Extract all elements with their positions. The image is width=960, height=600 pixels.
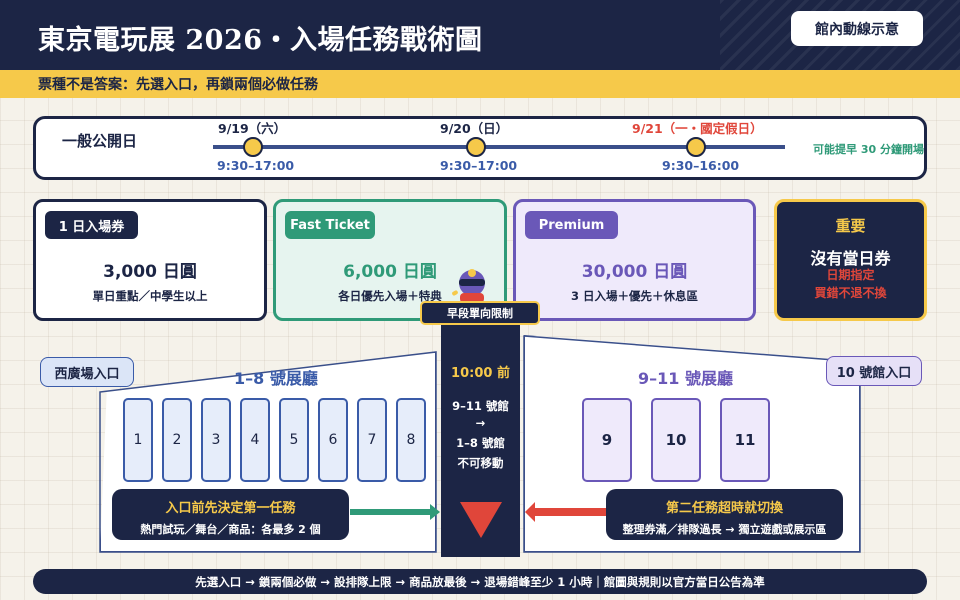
right-mission-note: 第二任務超時就切換 整理券滿／排隊過長 → 獨立遊戲或展示區 <box>606 489 843 540</box>
left-note-title: 入口前先決定第一任務 <box>165 501 296 516</box>
booth-hall-11[interactable]: 11 <box>720 398 770 482</box>
right-note-title: 第二任務超時就切換 <box>665 501 783 516</box>
right-hall-title: 9–11 號展廳 <box>638 369 733 388</box>
west-entry[interactable]: 西廣場入口 <box>40 357 134 387</box>
left-hall-title: 1–8 號展廳 <box>234 369 318 388</box>
booth-hall-8[interactable]: 8 <box>396 398 426 482</box>
corridor-time: 10:00 前 <box>451 366 510 381</box>
day-2-hours: 9:30–17:00 <box>440 158 518 173</box>
booth-hall-2[interactable]: 2 <box>162 398 192 482</box>
important-main: 沒有當日券 <box>810 249 891 268</box>
ticket-tag-premium: Premium <box>525 211 618 239</box>
ticket-desc-day: 單日重點／中學生以上 <box>92 289 208 303</box>
booth-hall-1[interactable]: 1 <box>123 398 153 482</box>
public-days-label: 一般公開日 <box>62 132 138 150</box>
booth-hall-7[interactable]: 7 <box>357 398 387 482</box>
day-1-dot <box>243 137 263 157</box>
important-title: 重要 <box>835 217 866 235</box>
ticket-tag-fast: Fast Ticket <box>285 211 375 239</box>
one-way-limit-tag: 早段單向限制 <box>420 301 540 325</box>
day-1-hours: 9:30–17:00 <box>217 158 295 173</box>
day-2-date: 9/20（日） <box>440 121 509 136</box>
corridor-restriction: 不可移動 <box>457 456 504 470</box>
booth-hall-4[interactable]: 4 <box>240 398 270 482</box>
booth-hall-6[interactable]: 6 <box>318 398 348 482</box>
ticket-desc-premium: 3 日入場＋優先＋休息區 <box>570 289 698 303</box>
left-mission-note: 入口前先決定第一任務 熱門試玩／舞台／商品：各最多 2 個 <box>112 489 349 540</box>
footer-summary: 先選入口 → 鎖兩個必做 → 設排隊上限 → 商品放最後 → 退場錯峰至少 1 … <box>33 569 927 594</box>
day-3-hours: 9:30–16:00 <box>662 158 740 173</box>
booth-hall-3[interactable]: 3 <box>201 398 231 482</box>
ticket-price-day: 3,000 日圓 <box>103 262 197 282</box>
mascot-icon <box>452 269 485 303</box>
ticket-price-premium: 30,000 日圓 <box>581 262 688 282</box>
corridor-from: 9–11 號館 <box>452 399 509 413</box>
left-note-desc: 熱門試玩／舞台／商品：各最多 2 個 <box>140 523 321 536</box>
no-entry-triangle-icon <box>460 502 502 538</box>
arrow-right-icon <box>350 504 440 520</box>
right-note-desc: 整理券滿／排隊過長 → 獨立遊戲或展示區 <box>622 523 827 536</box>
ticket-price-fast: 6,000 日圓 <box>343 262 437 282</box>
day-3-dot <box>686 137 706 157</box>
day-3-date: 9/21（一・國定假日） <box>632 121 763 136</box>
date-timeline <box>213 145 785 149</box>
ticket-tag-day: 1 日入場券 <box>45 211 138 239</box>
subtitle-bar <box>0 70 960 98</box>
booth-hall-10[interactable]: 10 <box>651 398 701 482</box>
page-title: 東京電玩展 2026・入場任務戰術圖 <box>38 25 483 56</box>
important-line-2: 買錯不退不換 <box>814 286 887 300</box>
day-1-date: 9/19（六） <box>218 121 287 136</box>
early-open-note: 可能提早 30 分鐘開場 <box>813 143 924 156</box>
east-entry[interactable]: 10 號館入口 <box>826 356 922 386</box>
booth-hall-5[interactable]: 5 <box>279 398 309 482</box>
corridor-to: 1–8 號館 <box>456 436 505 450</box>
day-2-dot <box>466 137 486 157</box>
subtitle: 票種不是答案：先選入口，再鎖兩個必做任務 <box>38 77 318 93</box>
arrow-left-icon <box>525 502 610 522</box>
important-line-1: 日期指定 <box>826 268 875 282</box>
booth-hall-9[interactable]: 9 <box>582 398 632 482</box>
corridor-arrow: → <box>475 416 486 430</box>
important-box <box>774 199 927 321</box>
ticket-desc-fast: 各日優先入場＋特典 <box>338 289 442 303</box>
hall-map-button[interactable]: 館內動線示意 <box>791 11 923 46</box>
